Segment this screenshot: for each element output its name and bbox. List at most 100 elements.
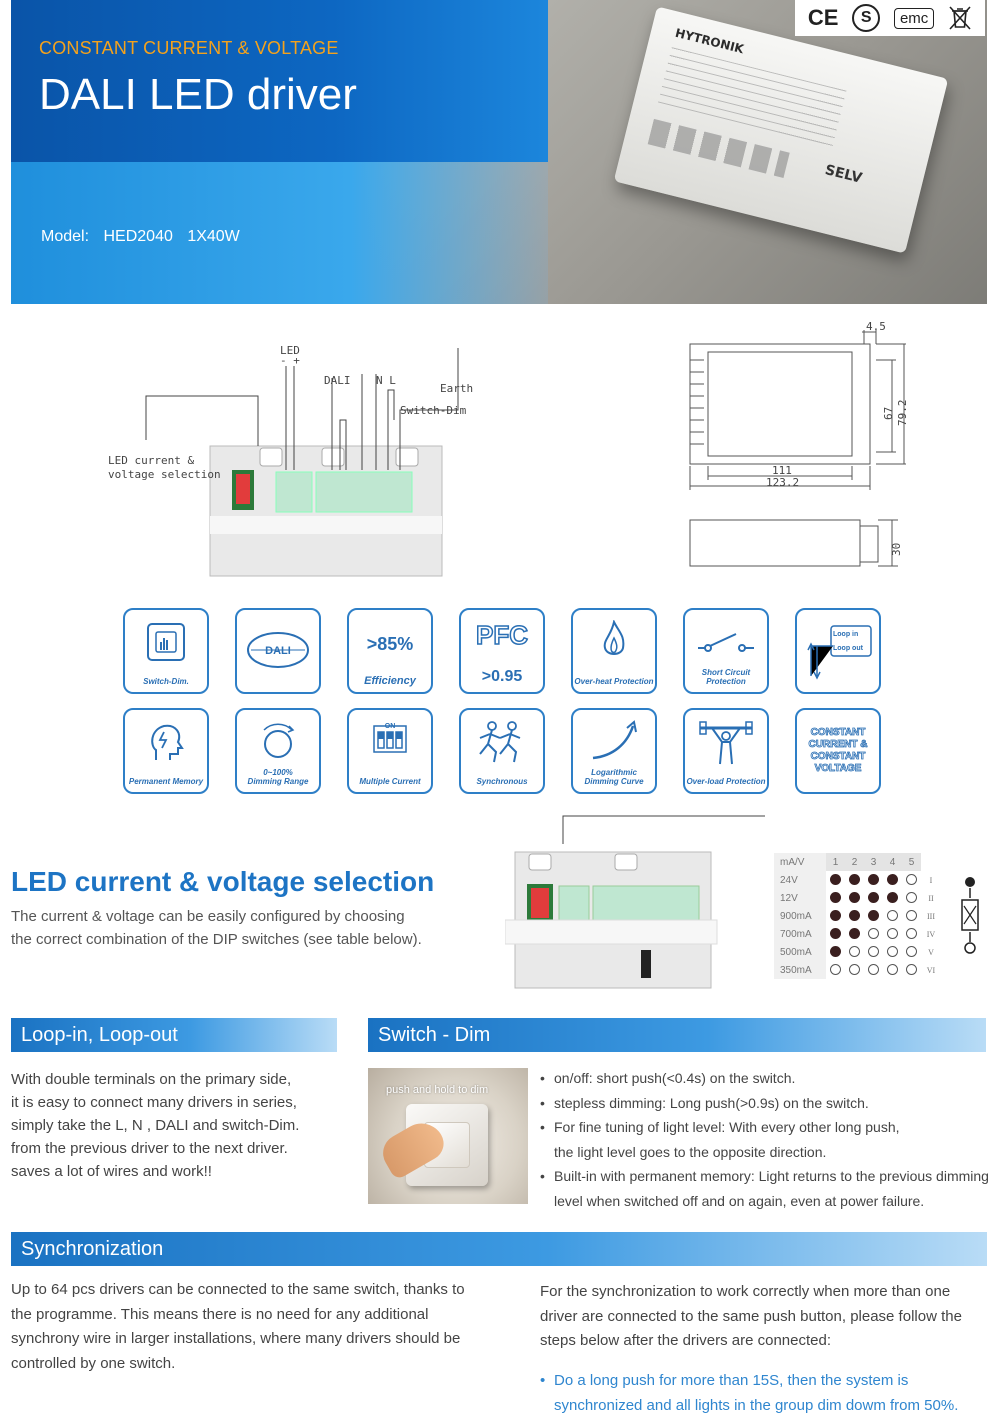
hero-blue-panel [11, 0, 548, 162]
dip-cell [883, 871, 902, 889]
switch-hand-icon [147, 623, 185, 661]
dip-row-label: 12V [774, 889, 826, 907]
dip-on-dot-icon [887, 874, 898, 886]
sync-note-line: synchronized and all lights in the group… [554, 1397, 959, 1414]
dimension-drawing: 4.5 67 79.2 111 123.2 30 [689, 320, 909, 567]
dip-row-label: 24V [774, 871, 826, 889]
model-code: HED2040 [103, 228, 173, 245]
bullet-item: Built-in with permanent memory: Light re… [540, 1164, 990, 1213]
sync-line: synchrony wire in larger installations, … [11, 1330, 461, 1347]
dip-corner: mA/V [774, 853, 826, 871]
loop-line: it is easy to connect many drivers in se… [11, 1094, 297, 1111]
dip-on-dot-icon [830, 910, 841, 922]
bullet-item: stepless dimming: Long push(>0.9s) on th… [540, 1091, 990, 1116]
dip-cell [826, 943, 845, 961]
led-polarity: - + [280, 354, 300, 367]
dip-cell [864, 943, 883, 961]
dim-123-2: 123.2 [766, 476, 799, 489]
screw-2 [321, 447, 345, 467]
hero-subtitle: CONSTANT CURRENT & VOLTAGE [39, 38, 339, 58]
selection-desc-line: the correct combination of the DIP switc… [11, 931, 422, 948]
board-lip [210, 516, 442, 534]
feature-pfc: PFC >0.95 [459, 608, 545, 694]
loop-line: saves a lot of wires and work!! [11, 1163, 212, 1180]
feature-over-load: Over-load Protection [683, 708, 769, 794]
feature-efficiency: >85% Efficiency [347, 608, 433, 694]
certification-marks: CE S emc [795, 0, 985, 36]
feature-label: Short Circuit Protection [701, 668, 751, 686]
dip-off-dot-icon [849, 946, 860, 958]
model-power: 1X40W [187, 228, 240, 245]
sync-line: steps below after the drivers are connec… [540, 1332, 831, 1349]
feature-loop: Loop in Loop out [795, 608, 881, 694]
switchdim-section-header: Switch - Dim [368, 1018, 986, 1052]
dip-row-label: 350mA [774, 961, 826, 979]
pfc-text: PFC [475, 619, 529, 651]
selection-description: The current & voltage can be easily conf… [11, 905, 491, 951]
model-line: Model: HED2040 1X40W [41, 228, 240, 246]
dip-cell [883, 889, 902, 907]
dip-row-numeral: V [928, 947, 934, 957]
feature-row-2: Permanent Memory 0~100% Dimming Range ON… [123, 708, 883, 794]
selection-label-2: voltage selection [108, 468, 221, 481]
dip-cell [902, 889, 921, 907]
bullet-text-cont: level when switched off and on again, ev… [554, 1192, 925, 1209]
s-mark-icon: S [852, 4, 881, 32]
dip-off-dot-icon [868, 964, 879, 976]
loop-in-label: Loop in [833, 631, 859, 638]
dip-row: 500mA V [774, 943, 941, 961]
cc-cv-text: CONSTANT CURRENT & CONSTANT VOLTAGE [808, 727, 868, 775]
dip-row-numeral: III [927, 911, 935, 921]
dip-row-numeral: II [928, 893, 934, 903]
loop-line: simply take the L, N , DALI and switch-D… [11, 1117, 300, 1134]
dip-cell [883, 943, 902, 961]
dip-row: 12V II [774, 889, 941, 907]
pfc-value: >0.95 [481, 668, 523, 685]
feature-permanent-memory: Permanent Memory [123, 708, 209, 794]
dip-on-dot-icon [830, 874, 841, 886]
dip-cell [864, 961, 883, 979]
sync-note-line: Do a long push for more than 15S, then t… [554, 1372, 909, 1389]
earth-label: Earth [440, 382, 473, 395]
dip-cell [826, 961, 845, 979]
hero-light-panel [11, 162, 351, 304]
bullet-text: Built-in with permanent memory: Light re… [554, 1168, 989, 1184]
switch-photo: push and hold to dim [368, 1068, 528, 1204]
model-label: Model: [41, 228, 90, 245]
dip-on-dot-icon [887, 892, 898, 904]
dip-cell [845, 925, 864, 943]
switch-number: 4 [883, 853, 902, 871]
feature-label: Switch-Dim. [143, 677, 189, 686]
runners-icon [479, 721, 521, 763]
dip-cell [845, 943, 864, 961]
dip-off-dot-icon [887, 910, 898, 922]
off-dot-icon [964, 942, 976, 954]
dip-row-label: 900mA [774, 907, 826, 925]
dip-cell [902, 907, 921, 925]
sync-section-header: Synchronization [11, 1232, 987, 1266]
dip-cell [864, 907, 883, 925]
loop-line: With double terminals on the primary sid… [11, 1071, 292, 1088]
dip-on-dot-icon [830, 892, 841, 904]
feature-icons: Switch-Dim. DALI >85% Efficiency PFC >0.… [123, 608, 883, 794]
wiring-diagram: LED - + DALI N L Earth Switch-Dim LED cu… [108, 344, 473, 577]
mains-terminal [315, 471, 413, 513]
feature-dimming-range: 0~100% Dimming Range [235, 708, 321, 794]
photo-caption: push and hold to dim [386, 1084, 489, 1096]
dip-row-label: 500mA [774, 943, 826, 961]
on-dot-icon [965, 877, 975, 887]
dip-cell [902, 943, 921, 961]
dali-logo-icon: DALI [247, 632, 309, 668]
bullet-text: For fine tuning of light level: With eve… [554, 1119, 900, 1135]
weee-bin-icon [948, 5, 972, 31]
dial-icon [263, 723, 295, 758]
dip-cell [826, 889, 845, 907]
dip-row-numeral: IV [926, 929, 936, 939]
board-closeup [505, 815, 765, 989]
selection-desc-line: The current & voltage can be easily conf… [11, 908, 405, 925]
dip-cell [864, 925, 883, 943]
led-label: LED [280, 344, 300, 357]
selection-label-1: LED current & [108, 454, 194, 467]
feature-over-heat: Over-heat Protection [571, 608, 657, 694]
